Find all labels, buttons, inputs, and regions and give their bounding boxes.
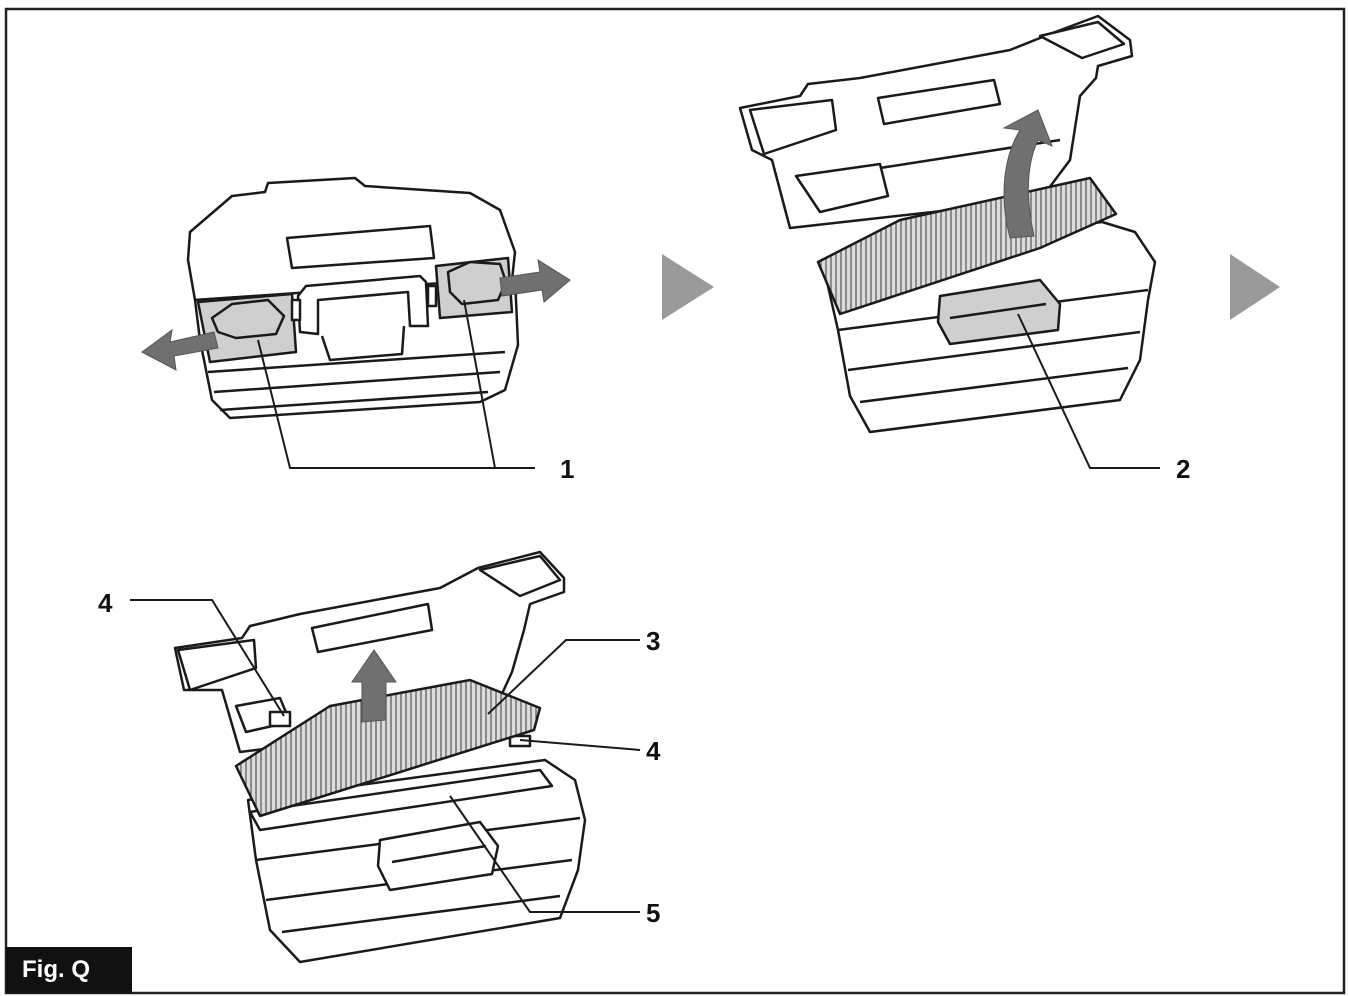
callout-2: 2 — [1176, 454, 1190, 484]
callout-3: 3 — [646, 626, 660, 656]
step-arrow-2 — [1230, 254, 1280, 320]
callout-1: 1 — [560, 454, 574, 484]
lift-filter-arrow — [351, 649, 397, 723]
panel-1-closed-device — [186, 176, 520, 420]
left-pull-arrow — [141, 328, 219, 371]
callout-4-right: 4 — [646, 736, 661, 766]
right-pull-arrow — [499, 258, 571, 303]
callout-5: 5 — [646, 898, 660, 928]
callout-4-left: 4 — [98, 588, 113, 618]
latch-release-arrows — [141, 258, 571, 371]
panel-2-filter — [816, 176, 1118, 316]
step-arrow-1 — [662, 254, 714, 320]
figure-label: Fig. Q — [6, 947, 132, 993]
figure-border — [4, 7, 1346, 995]
callout-2-leader — [1017, 313, 1160, 469]
panel-3-leaders — [130, 599, 641, 913]
callout-1-leaders — [257, 299, 535, 469]
panel-3-filter — [234, 678, 542, 818]
open-lid-arrow — [1002, 109, 1053, 239]
